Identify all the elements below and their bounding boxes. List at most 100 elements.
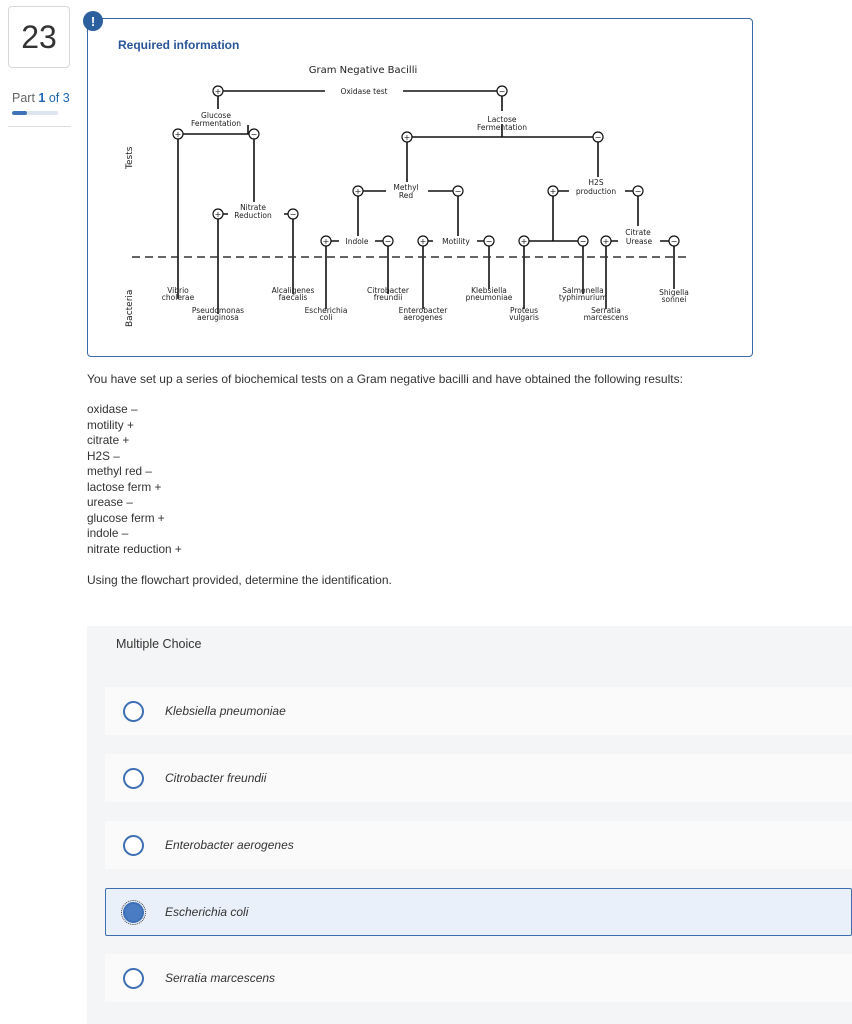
result-item: nitrate reduction + — [87, 541, 182, 556]
part-word: Part — [12, 91, 35, 105]
svg-text:Proteus: Proteus — [510, 306, 538, 315]
svg-text:Methyl: Methyl — [393, 183, 418, 192]
svg-text:coli: coli — [320, 313, 333, 322]
radio-button[interactable] — [123, 700, 144, 722]
result-item: oxidase – — [87, 402, 138, 416]
svg-text:faecalis: faecalis — [279, 293, 308, 302]
question-prompt: Using the flowchart provided, determine … — [87, 573, 392, 587]
part-indicator: Part 1 of 3 — [12, 91, 70, 105]
result-item: glucose ferm + — [87, 510, 165, 525]
oxidase-label: Oxidase test — [340, 87, 387, 96]
svg-text:vulgaris: vulgaris — [509, 313, 539, 322]
part-total: of 3 — [48, 91, 70, 105]
svg-text:Salmonella: Salmonella — [562, 286, 603, 295]
svg-text:Glucose: Glucose — [201, 111, 231, 120]
svg-text:production: production — [576, 187, 617, 196]
svg-text:Citrobacter: Citrobacter — [367, 286, 410, 295]
svg-text:Fermentation: Fermentation — [191, 119, 241, 128]
svg-text:Enterobacter: Enterobacter — [399, 306, 449, 315]
result-item: motility + — [87, 417, 134, 432]
choice-option[interactable]: Serratia marcescens — [105, 954, 852, 1002]
part-progress-bar — [12, 111, 58, 115]
svg-text:aerogenes: aerogenes — [403, 313, 442, 322]
svg-text:−: − — [671, 237, 678, 246]
required-information-title: Required information — [118, 38, 240, 52]
radio-button[interactable] — [123, 767, 144, 789]
choice-label: Enterobacter aerogenes — [165, 838, 294, 852]
multiple-choice-panel: Multiple Choice Klebsiella pneumoniae Ci… — [87, 626, 852, 1024]
svg-text:−: − — [499, 87, 506, 96]
result-item: lactose ferm + — [87, 479, 162, 494]
svg-text:−: − — [595, 133, 602, 142]
svg-text:Escherichia: Escherichia — [305, 306, 348, 315]
choice-option-selected[interactable]: Escherichia coli — [105, 888, 852, 936]
svg-text:+: + — [323, 237, 330, 246]
question-number: 23 — [21, 18, 57, 55]
svg-text:+: + — [215, 87, 222, 96]
svg-text:aeruginosa: aeruginosa — [197, 313, 239, 322]
radio-button[interactable] — [123, 967, 144, 989]
multiple-choice-title: Multiple Choice — [116, 637, 202, 651]
svg-text:+: + — [355, 187, 362, 196]
choice-label: Escherichia coli — [165, 905, 249, 919]
svg-text:−: − — [635, 187, 642, 196]
svg-text:−: − — [385, 237, 392, 246]
svg-text:Alcaligenes: Alcaligenes — [272, 286, 315, 295]
tests-axis-label: Tests — [125, 146, 135, 170]
svg-text:H2S: H2S — [588, 178, 603, 187]
radio-button[interactable] — [123, 834, 144, 856]
svg-text:Lactose: Lactose — [488, 115, 517, 124]
test-results-list: oxidase – motility + citrate + H2S – met… — [87, 402, 182, 557]
result-item: citrate + — [87, 433, 130, 447]
choice-label: Klebsiella pneumoniae — [165, 704, 286, 718]
svg-text:Shigella: Shigella — [659, 288, 689, 297]
svg-text:Red: Red — [399, 191, 413, 200]
svg-text:−: − — [290, 210, 297, 219]
choice-option[interactable]: Enterobacter aerogenes — [105, 821, 852, 869]
svg-text:Citrate: Citrate — [625, 228, 651, 237]
svg-text:Klebsiella: Klebsiella — [471, 286, 507, 295]
svg-text:+: + — [215, 210, 222, 219]
result-item: H2S – — [87, 448, 120, 463]
svg-text:+: + — [603, 237, 610, 246]
svg-text:Serratia: Serratia — [591, 306, 621, 315]
svg-text:Nitrate: Nitrate — [240, 203, 266, 212]
svg-text:marcescens: marcescens — [584, 313, 629, 322]
svg-text:Pseudomonas: Pseudomonas — [192, 306, 244, 315]
svg-text:Reduction: Reduction — [234, 211, 272, 220]
radio-button-selected[interactable] — [121, 899, 146, 925]
exclamation-icon: ! — [83, 11, 103, 31]
svg-text:sonnei: sonnei — [662, 295, 687, 304]
svg-text:−: − — [251, 130, 258, 139]
svg-text:−: − — [580, 237, 587, 246]
flowchart-title: Gram Negative Bacilli — [309, 65, 418, 76]
svg-text:Motility: Motility — [442, 237, 470, 246]
svg-text:Fermentation: Fermentation — [477, 123, 527, 132]
svg-text:−: − — [486, 237, 493, 246]
question-text: You have set up a series of biochemical … — [87, 372, 683, 386]
gram-negative-flowchart: +− +− +− +− +− +− +− +− +− +− Gram Negat… — [125, 65, 689, 327]
svg-text:Vibrio: Vibrio — [167, 286, 189, 295]
choice-option[interactable]: Klebsiella pneumoniae — [105, 687, 852, 735]
svg-text:+: + — [404, 133, 411, 142]
svg-text:+: + — [175, 130, 182, 139]
choice-option[interactable]: Citrobacter freundii — [105, 754, 852, 802]
alert-symbol: ! — [90, 13, 96, 29]
part-progress-fill — [12, 111, 28, 115]
required-information-panel: Required information — [87, 18, 753, 357]
svg-text:typhimurium: typhimurium — [559, 293, 607, 302]
result-item: methyl red – — [87, 464, 152, 478]
result-item: urease – — [87, 495, 133, 509]
result-item: indole – — [87, 526, 129, 540]
bacteria-axis-label: Bacteria — [125, 290, 135, 327]
svg-text:cholerae: cholerae — [162, 293, 195, 302]
part-current: 1 — [38, 91, 46, 105]
svg-text:+: + — [521, 237, 528, 246]
svg-text:pneumoniae: pneumoniae — [466, 293, 513, 302]
svg-text:+: + — [550, 187, 557, 196]
svg-text:+: + — [420, 237, 427, 246]
choice-label: Serratia marcescens — [165, 971, 276, 985]
svg-text:Indole: Indole — [345, 237, 368, 246]
svg-text:freundii: freundii — [374, 293, 403, 302]
svg-text:Urease: Urease — [626, 237, 653, 246]
